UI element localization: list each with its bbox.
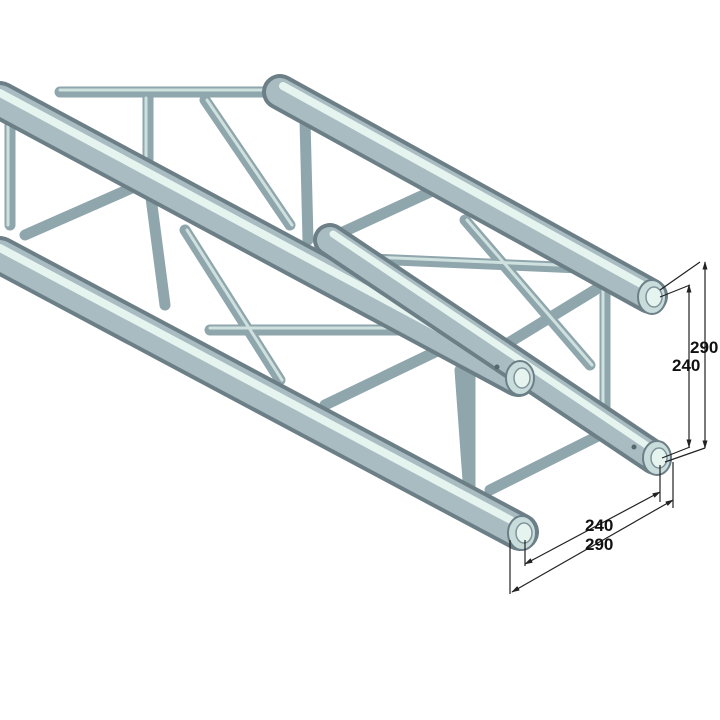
tube-end-top-back — [637, 279, 667, 315]
chords — [0, 74, 672, 551]
tube-end-bottom-front — [507, 515, 537, 551]
dim-height-inner: 240 — [672, 356, 700, 375]
dim-width-inner: 240 — [585, 516, 613, 535]
dim-height-outer: 290 — [690, 338, 718, 357]
tube-end-bottom-back — [631, 440, 672, 476]
tube-end-mid — [494, 360, 535, 396]
dim-width-outer: 290 — [585, 535, 613, 554]
dimension-lines — [509, 261, 708, 594]
